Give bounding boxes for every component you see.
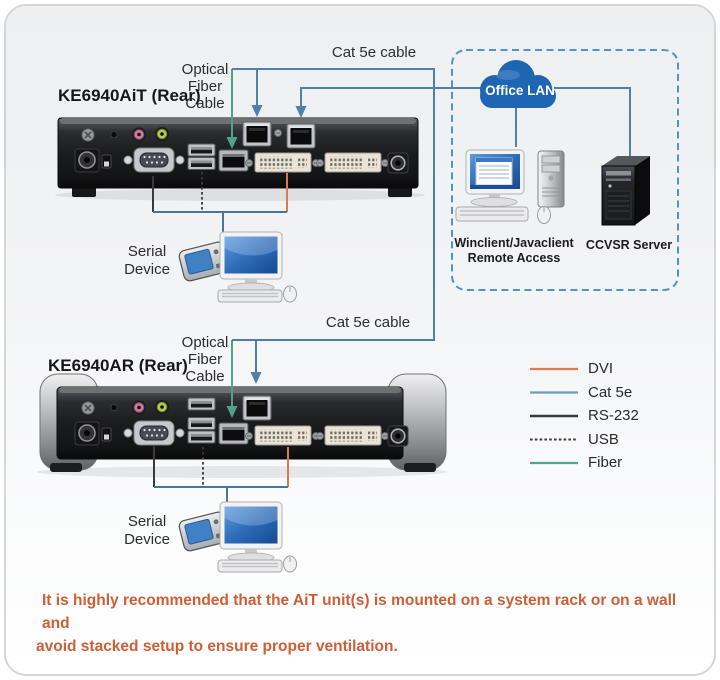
screw: [274, 129, 282, 137]
cat5e-arrow-lan2: [295, 106, 307, 118]
optical-line1: Optical: [181, 334, 229, 351]
serial-line2: Device: [124, 530, 170, 548]
cat5e-arrow-receiver: [250, 372, 262, 384]
optical-line2: Fiber: [187, 351, 223, 368]
cat5e-arrow-lan1: [251, 105, 263, 117]
cat5e-wire-to-lan: [300, 87, 631, 158]
serial-line2: Device: [124, 260, 170, 278]
ventilation-note: It is highly recommended that the AiT un…: [36, 589, 708, 658]
optical-line1: Optical: [181, 61, 229, 78]
usb-port-3: [187, 430, 216, 444]
serial-device-label-top: Serial Device: [108, 243, 186, 278]
lan-port: [242, 395, 272, 421]
receiver-device: [37, 373, 447, 478]
office-lan-boundary: [451, 49, 679, 291]
fiber-arrow-top: [226, 137, 238, 149]
legend-label-cat5e: Cat 5e: [588, 384, 633, 401]
serial-device-label-bottom: Serial Device: [108, 513, 186, 548]
client-label-line2: Remote Access: [467, 250, 561, 265]
note-line1: It is highly recommended that the AiT un…: [42, 592, 677, 632]
cat5e-cable-label-bottom: Cat 5e cable: [325, 314, 411, 331]
cat5e-wire-unit-to-unit: [232, 68, 435, 341]
serial-desktop-icon: [217, 231, 298, 303]
server-label: CCVSR Server: [585, 238, 673, 252]
optical-fiber-label-bottom: Optical Fiber Cable: [166, 334, 244, 385]
receiver-title: KE6940AR (Rear): [48, 356, 188, 375]
legend-label-usb: USB: [588, 431, 619, 448]
transmitter-peripheral-wires: [152, 172, 288, 234]
legend-label-fiber: Fiber: [588, 454, 623, 471]
usb-port-2: [187, 157, 216, 170]
receiver-peripheral-wires: [153, 446, 289, 506]
note-line2: avoid stacked setup to ensure proper ven…: [36, 638, 398, 655]
lan-port-1: [242, 121, 272, 147]
serial-desktop-icon: [217, 501, 298, 573]
cat5e-cable-label-top: Cat 5e cable: [331, 44, 417, 61]
client-label: Winclient/Javaclient Remote Access: [447, 236, 581, 265]
server-icon: [601, 156, 650, 226]
legend-label-dvi: DVI: [588, 360, 614, 377]
optical-line2: Fiber: [187, 78, 223, 95]
transmitter-device: [55, 117, 425, 201]
fiber-arrow-bottom: [226, 406, 238, 418]
usb-port-1: [187, 143, 216, 157]
client-computer-icon: [455, 149, 565, 224]
usb-port-2: [187, 417, 216, 430]
serial-line1: Serial: [127, 243, 167, 260]
office-lan-cloud-icon: [480, 60, 556, 108]
office-lan-label: Office LAN: [485, 83, 555, 98]
legend-label-rs232: RS-232: [588, 407, 639, 424]
serial-line1: Serial: [127, 513, 167, 530]
optical-line3: Cable: [185, 95, 225, 112]
client-label-line1: Winclient/Javaclient: [454, 236, 574, 250]
optical-line3: Cable: [185, 368, 225, 385]
optical-fiber-label-top: Optical Fiber Cable: [166, 61, 244, 112]
transmitter-title: KE6940AiT (Rear): [58, 86, 201, 105]
usb-port-1: [187, 397, 216, 411]
lan-port-2: [286, 123, 316, 149]
